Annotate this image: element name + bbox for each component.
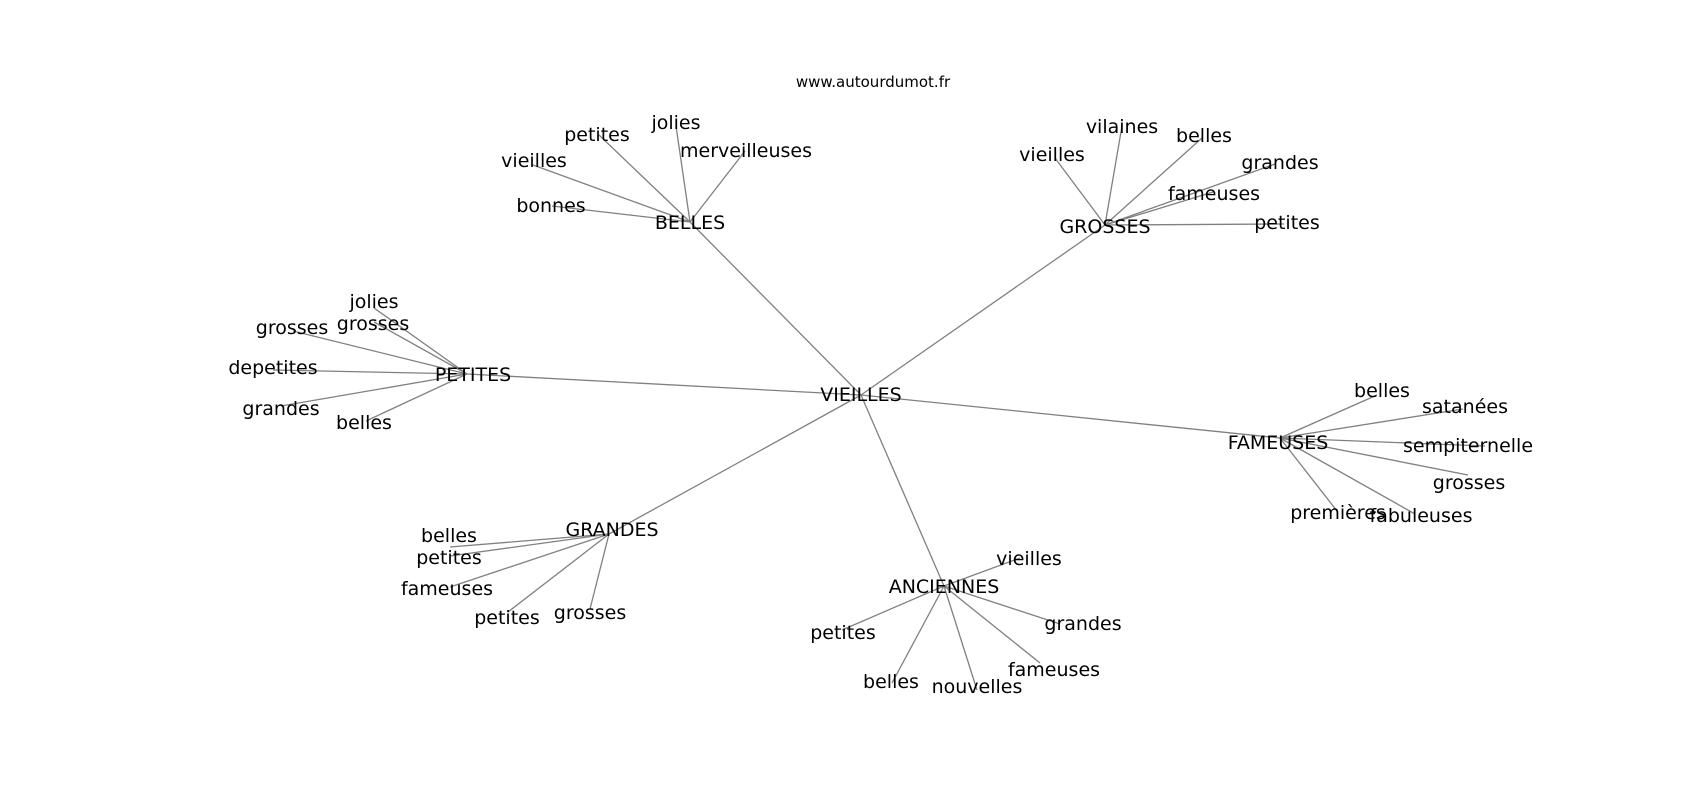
edge-hub-to-word <box>449 533 610 588</box>
edge-center-to-hub <box>860 394 1281 439</box>
word-node-label: fameuses <box>401 578 493 600</box>
word-node-label: nouvelles <box>932 676 1023 698</box>
word-node-label: fameuses <box>1008 659 1100 681</box>
edge-hub-to-word <box>943 557 1021 587</box>
graph-edges <box>272 125 1486 691</box>
word-node-label: belles <box>336 412 392 434</box>
edge-hub-to-word <box>589 533 610 610</box>
hub-node-label: GRANDES <box>565 519 658 541</box>
edge-hub-to-word <box>507 533 610 613</box>
edge-hub-to-word <box>1279 437 1469 476</box>
edge-hub-to-word <box>1104 163 1276 226</box>
word-node-label: fameuses <box>1168 183 1260 205</box>
word-node-label: grandes <box>1044 613 1121 635</box>
word-node-label: grosses <box>1433 472 1505 494</box>
edge-hub-to-word <box>1279 408 1464 439</box>
edge-hub-to-word <box>449 533 610 557</box>
word-node-label: vieilles <box>501 150 567 172</box>
edge-center-to-hub <box>608 394 862 535</box>
word-node-label: jolies <box>650 112 700 134</box>
word-node-label: grandes <box>1241 152 1318 174</box>
word-node-label: belles <box>863 671 919 693</box>
hub-node-label: PETITES <box>435 364 511 386</box>
edge-hub-to-word <box>1279 437 1416 515</box>
word-node-label: vieilles <box>996 548 1062 570</box>
word-node-label: sempiternelle <box>1403 435 1533 457</box>
word-node-label: vilaines <box>1086 116 1158 138</box>
edge-center-to-hub <box>689 221 862 396</box>
edge-hub-to-word <box>943 585 1041 664</box>
edge-hub-to-word <box>689 150 746 223</box>
edge-hub-to-word <box>1104 137 1203 226</box>
center-node-label: VIEILLES <box>820 384 901 406</box>
word-node-label: petites <box>416 547 482 569</box>
word-node-label: fabuleuses <box>1370 505 1473 527</box>
edge-hub-to-word <box>292 330 468 375</box>
hub-node-label: ANCIENNES <box>889 576 1000 598</box>
edge-hub-to-word <box>598 134 691 223</box>
word-node-label: vieilles <box>1019 144 1085 166</box>
word-node-label: merveilleuses <box>680 140 812 162</box>
edge-hub-to-word <box>373 307 468 375</box>
edge-center-to-hub <box>860 394 945 587</box>
hub-node-label: FAMEUSES <box>1228 432 1329 454</box>
word-node-label: jolies <box>348 291 398 313</box>
site-watermark: www.autourdumot.fr <box>796 73 951 91</box>
word-node-label: satanées <box>1422 396 1508 418</box>
edge-hub-to-word <box>675 125 691 223</box>
word-node-label: petites <box>474 607 540 629</box>
word-node-label: belles <box>1354 380 1410 402</box>
edge-hub-to-word <box>841 585 945 631</box>
word-node-label: belles <box>1176 125 1232 147</box>
word-node-label: petites <box>564 124 630 146</box>
edge-hub-to-word <box>1279 437 1338 512</box>
edge-hub-to-word <box>551 205 691 223</box>
edge-hub-to-word <box>373 321 468 375</box>
edge-hub-to-word <box>1279 394 1378 439</box>
word-node-label: petites <box>1254 212 1320 234</box>
edge-hub-to-word <box>891 585 945 684</box>
edge-hub-to-word <box>943 585 978 691</box>
hub-node-label: BELLES <box>655 212 725 234</box>
word-node-label: premières <box>1290 502 1386 524</box>
edge-hub-to-word <box>532 164 691 223</box>
edge-hub-to-word <box>365 373 468 422</box>
edge-hub-to-word <box>449 533 610 548</box>
word-node-label: grandes <box>242 398 319 420</box>
word-node-label: grosses <box>554 602 626 624</box>
edge-hub-to-word <box>1054 157 1106 226</box>
hub-node-label: GROSSES <box>1059 216 1150 238</box>
edge-center-to-hub <box>466 373 862 396</box>
graph-nodes: bonnes vieilles petites jolies merveilleuses… <box>228 112 1533 698</box>
edge-hub-to-word <box>943 585 1061 625</box>
word-node-label: bonnes <box>516 195 585 217</box>
word-node-label: petites <box>810 622 876 644</box>
edge-hub-to-word <box>1279 437 1486 447</box>
edge-hub-to-word <box>1104 223 1285 226</box>
word-node-label: grosses <box>337 313 409 335</box>
edge-hub-to-word <box>280 373 468 407</box>
edge-hub-to-word <box>1104 191 1214 226</box>
edge-center-to-hub <box>860 224 1106 396</box>
word-node-label: depetites <box>228 357 317 379</box>
word-node-label: grosses <box>256 317 328 339</box>
word-node-label: belles <box>421 525 477 547</box>
edge-hub-to-word <box>272 369 468 375</box>
edge-hub-to-word <box>1104 125 1123 226</box>
